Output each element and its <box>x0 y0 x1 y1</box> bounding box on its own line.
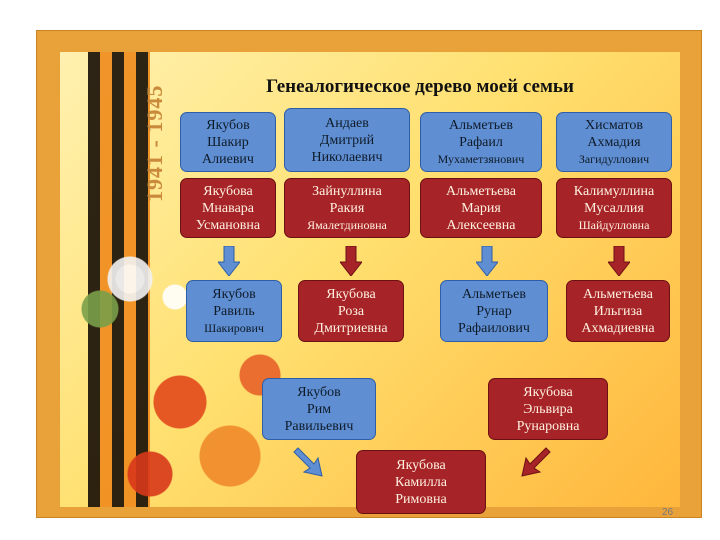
surname: Альметьев <box>449 117 513 133</box>
patronymic: Шайдулловна <box>578 217 650 232</box>
surname: Якубова <box>523 384 573 400</box>
patronymic: Ахмадиевна <box>581 320 655 336</box>
patronymic: Шакирович <box>204 320 264 335</box>
patronymic: Дмитриевна <box>314 320 388 336</box>
first-name: Эльвира <box>523 401 573 417</box>
surname: Зайнуллина <box>312 183 382 199</box>
first-name: Рафаил <box>459 134 503 150</box>
person-box-almeteva-ilgiza: Альметьева Ильгиза Ахмадиевна <box>566 280 670 342</box>
person-box-yakubova-elvira: Якубова Эльвира Рунаровна <box>488 378 608 440</box>
person-box-andaev-dmitriy: Андаев Дмитрий Николаевич <box>284 108 410 172</box>
surname: Якубов <box>212 286 256 302</box>
surname: Альметьева <box>583 286 653 302</box>
patronymic: Загидуллович <box>578 151 650 166</box>
first-name: Равиль <box>213 303 255 319</box>
surname: Якубов <box>297 384 341 400</box>
patronymic: Ямалетдиновна <box>307 217 387 232</box>
first-name: Ильгиза <box>593 303 643 319</box>
surname: Альметьева <box>446 183 516 199</box>
person-box-hismatov-ahmadiya: Хисматов Ахмадия Загидуллович <box>556 112 672 172</box>
surname: Якубова <box>396 457 446 473</box>
patronymic: Алексеевна <box>446 217 516 233</box>
page-number: 26 <box>662 507 674 518</box>
first-name: Ракия <box>329 200 365 216</box>
surname: Хисматов <box>585 117 643 133</box>
diagram-title: Генеалогическое дерево моей семьи <box>266 76 574 97</box>
patronymic: Алиевич <box>202 151 254 167</box>
first-name: Шакир <box>207 134 249 150</box>
person-box-yakubov-ravil: Якубов Равиль Шакирович <box>186 280 282 342</box>
arrow-down-icon <box>218 246 240 276</box>
first-name: Дмитрий <box>319 132 375 148</box>
person-box-yakubova-kamilla: Якубова Камилла Римовна <box>356 450 486 514</box>
arrow-down-icon <box>476 246 498 276</box>
first-name: Мария <box>461 200 501 216</box>
patronymic: Римовна <box>395 491 447 507</box>
first-name: Камилла <box>395 474 447 490</box>
arrow-down-icon <box>608 246 630 276</box>
surname: Якубов <box>206 117 250 133</box>
first-name: Рим <box>306 401 332 417</box>
patronymic: Николаевич <box>311 149 383 165</box>
person-box-almetev-runar: Альметьев Рунар Рафаилович <box>440 280 548 342</box>
person-box-almeteva-mariya: Альметьева Мария Алексеевна <box>420 178 542 238</box>
arrow-down-icon <box>340 246 362 276</box>
patronymic: Рафаилович <box>458 320 530 336</box>
first-name: Ахмадия <box>587 134 641 150</box>
person-box-yakubova-mnavara: Якубова Мнавара Усмановна <box>180 178 276 238</box>
first-name: Мусаллия <box>584 200 644 216</box>
first-name: Рунар <box>476 303 512 319</box>
first-name: Мнавара <box>201 200 254 216</box>
years-label: 1941 - 1945 <box>142 84 167 202</box>
patronymic: Рунаровна <box>516 418 580 434</box>
arrow-diagonal-icon <box>521 447 551 477</box>
first-name: Роза <box>337 303 365 319</box>
person-box-zaynullina-rakiya: Зайнуллина Ракия Ямалетдиновна <box>284 178 410 238</box>
person-box-yakubov-rim: Якубов Рим Равильевич <box>262 378 376 440</box>
surname: Якубова <box>326 286 376 302</box>
patronymic: Мухаметзянович <box>437 151 525 166</box>
person-box-kalimullina-musalliya: Калимуллина Мусаллия Шайдулловна <box>556 178 672 238</box>
surname: Альметьев <box>462 286 526 302</box>
arrow-diagonal-icon <box>293 447 323 477</box>
patronymic: Равильевич <box>284 418 354 434</box>
patronymic: Усмановна <box>195 217 261 233</box>
surname: Калимуллина <box>573 183 655 199</box>
surname: Андаев <box>325 115 369 131</box>
person-box-yakubov-shakir: Якубов Шакир Алиевич <box>180 112 276 172</box>
surname: Якубова <box>203 183 253 199</box>
person-box-yakubova-roza: Якубова Роза Дмитриевна <box>298 280 404 342</box>
person-box-almetev-rafail: Альметьев Рафаил Мухаметзянович <box>420 112 542 172</box>
